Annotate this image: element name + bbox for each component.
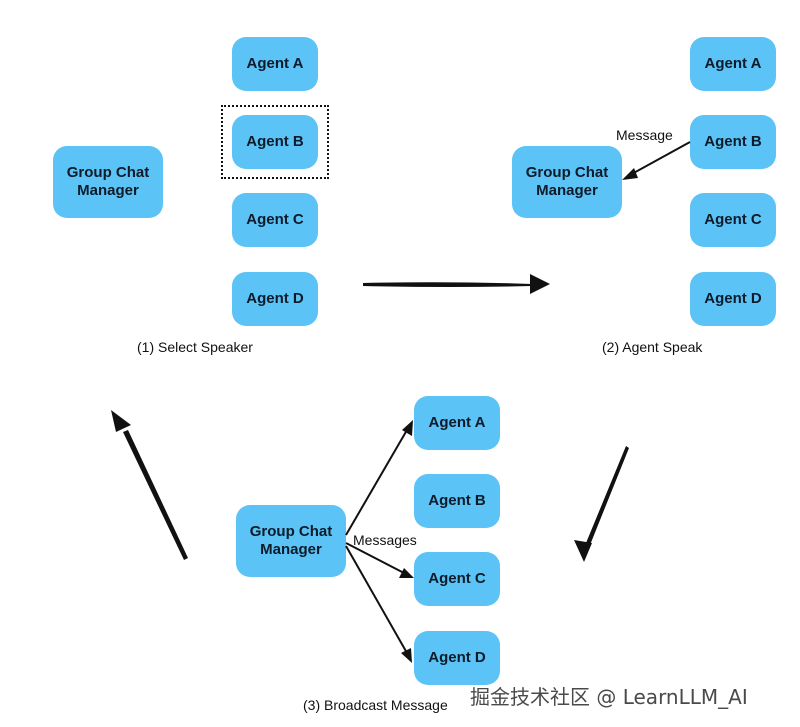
panel3-agent-c: Agent C (414, 552, 500, 606)
panel3-arrow-to-agent-a (345, 420, 413, 536)
panel3-agent-d: Agent D (414, 631, 500, 685)
panel1-agent-a: Agent A (232, 37, 318, 91)
panel2-caption: (2) Agent Speak (602, 339, 703, 355)
panel3-arrow-to-agent-c (345, 542, 414, 578)
panel1-selection-box (221, 105, 329, 179)
panel3-agent-a: Agent A (414, 396, 500, 450)
cycle-arrow-down (574, 446, 629, 562)
panel2-message-label: Message (616, 127, 673, 143)
panel1-agent-b: Agent B (232, 115, 318, 169)
panel1-caption: (1) Select Speaker (137, 339, 253, 355)
panel3-agent-b: Agent B (414, 474, 500, 528)
panel1-group-chat-manager: Group Chat Manager (53, 146, 163, 218)
panel3-group-chat-manager: Group Chat Manager (236, 505, 346, 577)
panel2-agent-b: Agent B (690, 115, 776, 169)
panel2-group-chat-manager: Group Chat Manager (512, 146, 622, 218)
panel2-message-arrow (622, 141, 691, 180)
cycle-arrow-right (363, 274, 550, 294)
panel3-arrow-to-agent-d (345, 545, 412, 663)
panel3-messages-label: Messages (353, 532, 417, 548)
panel2-agent-a: Agent A (690, 37, 776, 91)
panel1-agent-c: Agent C (232, 193, 318, 247)
panel2-agent-c: Agent C (690, 193, 776, 247)
panel1-agent-d: Agent D (232, 272, 318, 326)
cycle-arrow-up (111, 410, 188, 560)
panel3-caption: (3) Broadcast Message (303, 697, 448, 713)
panel2-agent-d: Agent D (690, 272, 776, 326)
watermark: 掘金技术社区 @ LearnLLM_AI (470, 685, 748, 709)
